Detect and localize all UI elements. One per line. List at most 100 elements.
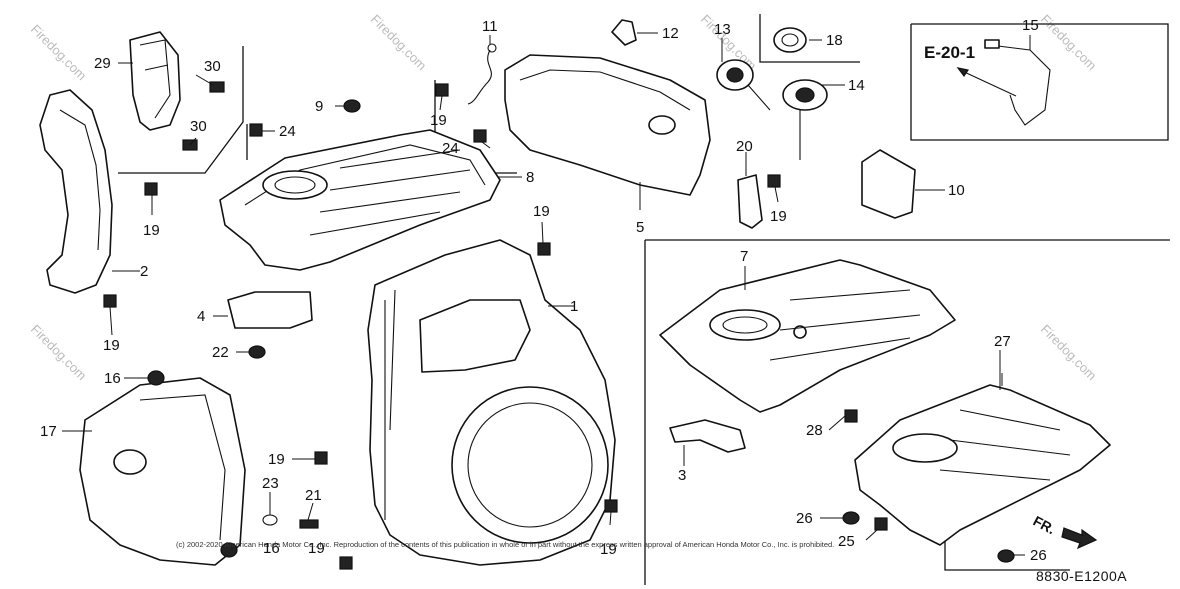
callout-19b: 19 bbox=[103, 337, 120, 354]
watermark-text: Firedog.com bbox=[368, 12, 430, 74]
callout-19f: 19 bbox=[268, 451, 285, 468]
part-1-fan-shroud bbox=[367, 239, 616, 566]
callouts: 1 2 3 4 5 7 8 9 10 11 12 13 14 15 16 16 … bbox=[40, 17, 1047, 564]
part-5-bracket bbox=[504, 54, 711, 196]
callout-18: 18 bbox=[826, 32, 843, 49]
callout-7: 7 bbox=[740, 248, 748, 265]
callout-16a: 16 bbox=[104, 370, 121, 387]
part-14-switch bbox=[782, 79, 828, 160]
callout-19e: 19 bbox=[770, 208, 787, 225]
fasteners bbox=[103, 81, 1015, 570]
callout-8: 8 bbox=[526, 169, 534, 186]
diagram-code: 8830-E1200A bbox=[1036, 568, 1127, 584]
bolt-28 bbox=[844, 409, 858, 423]
callout-30b: 30 bbox=[190, 118, 207, 135]
callout-29: 29 bbox=[94, 55, 111, 72]
callout-2: 2 bbox=[140, 263, 148, 280]
callout-20: 20 bbox=[736, 138, 753, 155]
callout-15: 15 bbox=[1022, 17, 1039, 34]
watermark-text: Firedog.com bbox=[28, 322, 90, 384]
part-29-cover bbox=[129, 31, 181, 131]
callout-3: 3 bbox=[678, 467, 686, 484]
callout-22: 22 bbox=[212, 344, 229, 361]
callout-25: 25 bbox=[838, 533, 855, 550]
part-17-cover bbox=[79, 377, 246, 566]
part-10-pad bbox=[861, 149, 916, 219]
part-3-bracket bbox=[669, 419, 746, 453]
bolt-19h bbox=[604, 499, 618, 513]
callout-12: 12 bbox=[662, 25, 679, 42]
callout-19h: 19 bbox=[600, 541, 617, 558]
callout-5: 5 bbox=[636, 219, 644, 236]
callout-27: 27 bbox=[994, 333, 1011, 350]
part-2-plate bbox=[39, 89, 113, 294]
bolt-19e bbox=[767, 174, 781, 188]
callout-19c: 19 bbox=[430, 112, 447, 129]
callout-23: 23 bbox=[262, 475, 279, 492]
callout-19a: 19 bbox=[143, 222, 160, 239]
fr-arrow-icon bbox=[1061, 527, 1098, 550]
bolt-30a bbox=[209, 81, 225, 93]
callout-30a: 30 bbox=[204, 58, 221, 75]
bolt-19f bbox=[314, 451, 328, 465]
part-11-spring bbox=[467, 43, 497, 105]
callout-19g: 19 bbox=[308, 540, 325, 557]
callout-13: 13 bbox=[714, 21, 731, 38]
part-7-cover bbox=[659, 259, 956, 413]
part-12-clip bbox=[611, 19, 637, 46]
callout-21: 21 bbox=[305, 487, 322, 504]
copyright-line: (c) 2002-2020 American Honda Motor Co., … bbox=[176, 540, 834, 549]
callout-1: 1 bbox=[570, 298, 578, 315]
frame-26-bottom bbox=[944, 540, 1070, 571]
bolt-24b bbox=[473, 129, 487, 143]
nut-22 bbox=[248, 345, 266, 359]
part-20-clamp bbox=[737, 174, 763, 229]
bolt-19d bbox=[537, 242, 551, 256]
watermark-text: Firedog.com bbox=[1038, 322, 1100, 384]
callout-26a: 26 bbox=[796, 510, 813, 527]
nut-9 bbox=[343, 99, 361, 113]
callout-17: 17 bbox=[40, 423, 57, 440]
part-18-ring bbox=[773, 27, 807, 53]
frame-29-30 bbox=[118, 46, 244, 174]
ref-arrowhead bbox=[956, 67, 969, 78]
callout-24a: 24 bbox=[279, 123, 296, 140]
bolt-21 bbox=[299, 519, 319, 529]
part-8-top-cover bbox=[219, 129, 501, 271]
bolt-24a bbox=[249, 123, 263, 137]
nut-26a bbox=[842, 511, 860, 525]
callout-24b: 24 bbox=[442, 140, 459, 157]
part-4-bracket bbox=[227, 291, 313, 329]
bolt-19c bbox=[435, 83, 449, 97]
washer-23 bbox=[262, 514, 278, 526]
watermark-text: Firedog.com bbox=[28, 22, 90, 84]
callout-10: 10 bbox=[948, 182, 965, 199]
watermark-text: Firedog.com bbox=[1038, 12, 1100, 74]
callout-4: 4 bbox=[197, 308, 205, 325]
part-13-switch bbox=[716, 59, 771, 111]
callout-19d: 19 bbox=[533, 203, 550, 220]
frames bbox=[118, 14, 1170, 585]
callout-9: 9 bbox=[315, 98, 323, 115]
bolt-19g bbox=[339, 556, 353, 570]
grommet-16b bbox=[220, 542, 238, 558]
frame-18 bbox=[759, 14, 860, 63]
part-15-wire bbox=[984, 39, 1051, 126]
grommet-16a bbox=[147, 370, 165, 386]
callout-16b: 16 bbox=[263, 540, 280, 557]
callout-26b: 26 bbox=[1030, 547, 1047, 564]
bolt-19a bbox=[144, 182, 158, 196]
callout-11: 11 bbox=[482, 18, 498, 35]
nut-26b bbox=[997, 549, 1015, 563]
frame-ref-15 bbox=[910, 23, 1169, 141]
leader-lines bbox=[62, 32, 1031, 556]
fr-label: FR. bbox=[1031, 513, 1058, 538]
part-27-cover bbox=[854, 384, 1111, 546]
callout-14: 14 bbox=[848, 77, 865, 94]
reference-e20-1[interactable]: E-20-1 bbox=[924, 43, 975, 62]
front-direction: FR. bbox=[1031, 513, 1098, 550]
bolt-25 bbox=[874, 517, 888, 531]
bolt-19b bbox=[103, 294, 117, 308]
